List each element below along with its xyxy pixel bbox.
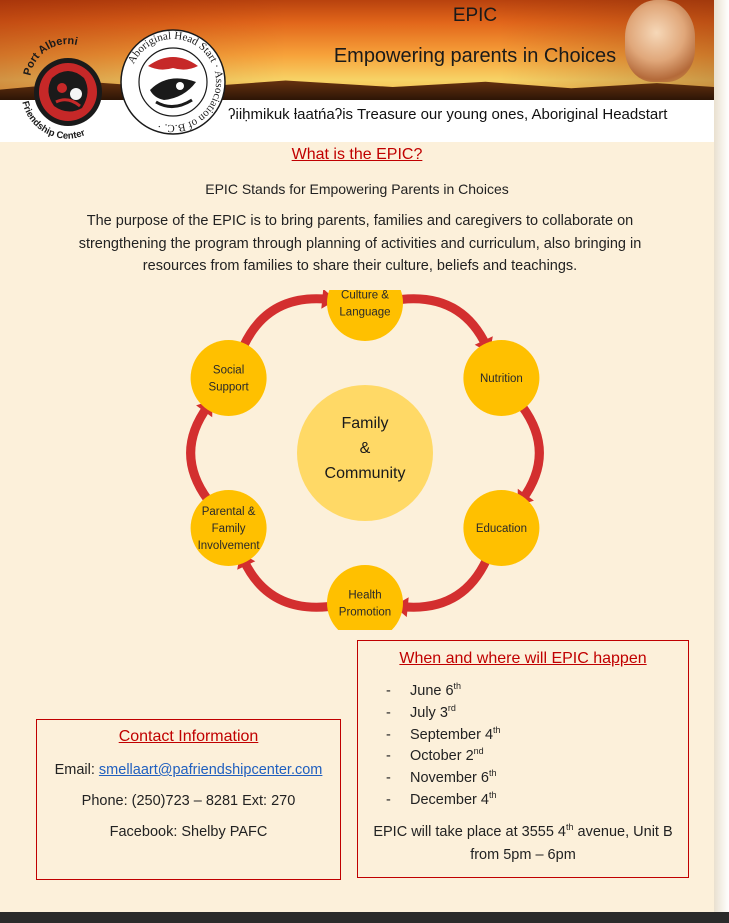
cycle-node [190,340,267,416]
cycle-node-label-line: Nutrition [480,373,523,385]
cycle-node-label-line: Promotion [339,607,391,619]
cycle-node-label-line: Family [212,523,246,535]
cycle-node-label-line: Parental & [202,506,256,518]
tagline: ʔiiḥmikuk ƚaatńaʔis Treasure our young o… [228,106,668,123]
center-label: Family & Community [325,415,406,482]
facebook-line: Facebook: Shelby PAFC [109,824,268,840]
header-banner: EPIC Empowering parents in Choices [0,0,714,100]
cycle-diagram: Family & Community Culture & LanguageNutrit… [186,290,544,630]
cycle-arrow [239,294,329,348]
document-page: EPIC Empowering parents in Choices ʔiiḥm… [0,0,714,912]
email-line: Email: smellaart@pafriendshipcenter.com [37,762,340,778]
cycle-node-label-line: Education [476,523,527,535]
what-is-epic-heading: What is the EPIC? [291,146,423,163]
viewer-bottom-bar [0,912,729,923]
cycle-arrow [518,403,544,503]
date-item: -September 4th [386,724,501,743]
cycle-arrow [401,558,491,612]
schedule-heading: When and where will EPIC happen [399,650,647,667]
tagline-band [0,100,714,142]
cycle-node-label-line: Health [348,590,381,602]
cycle-arrow [401,294,491,348]
cycle-node [327,565,403,630]
cycle-node-label: Nutrition [480,373,523,385]
ahs-logo: Aboriginal Head Start · Association of B… [120,29,226,135]
date-list: -June 6th -July 3rd -September 4th -Octo… [386,681,501,812]
date-item: -November 6th [386,768,497,787]
cycle-node [463,340,540,416]
cycle-node [463,490,540,566]
cycle-arrow [186,403,212,503]
email-link[interactable]: smellaart@pafriendshipcenter.com [98,762,323,778]
cycle-node [190,490,267,566]
center-label-line: & [360,440,371,457]
pafc-logo: Port Alberni Friendship Center [22,35,102,142]
banner-title: EPIC [452,5,498,26]
center-label-line: Community [325,465,406,482]
center-label-line: Family [341,415,388,432]
cycle-node-label-line: Social [213,365,244,377]
schedule-box: When and where will EPIC happen -June 6t… [357,640,689,878]
time-text: from 5pm – 6pm [470,847,576,863]
cycle-node-label-line: Support [208,382,249,394]
epic-definition: EPIC Stands for Empowering Parents in Ch… [205,181,509,197]
cycle-node-label-line: Culture & [341,290,389,302]
cycle-node [327,290,403,341]
center-circle [297,385,433,521]
page-edge-shadow [714,0,729,923]
date-item: -October 2nd [386,746,484,765]
child-photo [625,0,695,82]
cycle-node-label: Culture & Language [339,290,390,319]
location-text: EPIC will take place at 3555 4th avenue,… [373,822,673,863]
date-item: -December 4th [386,790,497,808]
cycle-node-label: Education [476,523,527,535]
email-label: Email: [54,762,99,778]
phone-line: Phone: (250)723 – 8281 Ext: 270 [81,793,296,809]
date-item: -July 3rd [386,702,456,721]
date-item: -June 6th [386,681,462,699]
contact-box: Contact Information Email: smellaart@paf… [36,719,341,880]
purpose-paragraph: The purpose of the EPIC is to bring pare… [78,213,642,274]
cycle-arrow [239,558,329,612]
banner-subtitle: Empowering parents in Choices [333,45,617,67]
cycle-node-label-line: Involvement [198,540,261,552]
contact-heading: Contact Information [118,728,259,745]
cycle-node-label-line: Language [339,307,390,319]
